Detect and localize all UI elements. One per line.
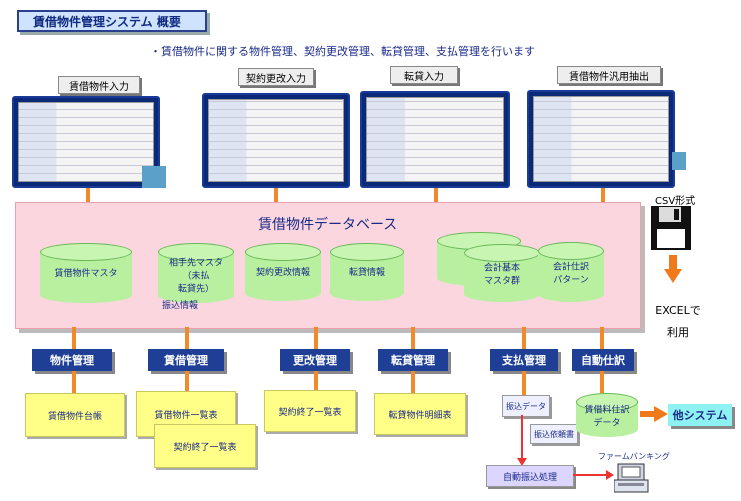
other-system-box: 他システム [668,404,732,426]
connector [72,371,76,393]
connector [522,371,526,395]
module-auto-journal: 自動仕訳 [572,349,634,371]
screen-property-input [12,96,160,188]
arrow-down-icon [517,458,527,466]
connector [601,188,605,202]
transfer-info-note: 振込情報 [162,301,199,311]
arrow-right-icon [606,470,614,480]
module-payment-management: 支払管理 [490,349,558,371]
screen-label-sublease-input: 転貸入力 [390,66,458,84]
connector [600,327,604,349]
db-table-sublease: 転貸情報 [330,243,404,301]
subtitle: ・賃借物件に関する物件管理、契約更改管理、転貸管理、支払管理を行います [150,45,535,58]
rent-journal-data: 賃借料仕訳 データ [576,393,638,437]
connector [411,327,415,349]
arrow-down-icon [664,255,682,283]
monitor-stand [142,166,166,188]
monitor-stand [672,152,686,170]
screen-sublease-input [360,91,510,188]
screen-general-extract [527,90,675,188]
red-arrow-line [573,474,609,476]
doc-property-ledger: 賃借物件台帳 [25,393,125,437]
db-table-accounting-master: 会計基本 マスタ群 [464,244,540,302]
red-arrow-line [521,415,523,461]
db-table-journal-pattern: 会計仕訳 パターン [538,242,604,302]
screen-label-general-extract: 賃借物件汎用抽出 [557,66,661,84]
auto-transfer-process: 自動振込処理 [486,465,574,487]
connector [274,188,278,202]
db-table-contract-renewal: 契約更改情報 [245,243,321,301]
module-property-management: 物件管理 [32,349,112,371]
module-renewal-management: 更改管理 [280,349,350,371]
screen-label-contract-renewal: 契約更改入力 [238,68,314,86]
csv-format-label: CSV形式 [655,196,696,207]
connector [72,327,76,349]
doc-sublease-detail: 転貸物件明細表 [374,393,466,435]
connector [86,188,90,202]
connector [314,327,318,349]
connector [600,371,604,393]
db-table-property-master: 賃借物件マスタ [40,243,132,303]
connector [185,371,189,393]
arrow-right-icon [640,406,668,422]
transfer-data-box: 振込データ [502,395,550,417]
doc-contract-end-list-renewal: 契約終了一覧表 [264,390,356,432]
connector [522,327,526,349]
doc-contract-end-list: 契約終了一覧表 [154,424,256,468]
database-title: 賃借物件データベース [258,217,398,233]
connector [185,327,189,349]
db-table-partner-master: 相手先マスタ （未払 転貸先） [158,243,234,303]
page-title: 賃借物件管理システム 概要 [17,10,207,32]
transfer-request-box: 振込依頼書 [530,424,578,444]
screen-contract-renewal [202,93,350,188]
excel-usage-label: EXCELで 利用 [655,304,701,339]
connector [314,371,318,391]
module-lease-management: 賃借管理 [148,349,224,371]
screen-label-property-input: 賃借物件入力 [58,76,140,94]
floppy-disk-icon [651,206,691,250]
bank-terminal-icon [614,463,649,493]
module-sublease-management: 転貸管理 [378,349,448,371]
connector [434,188,438,202]
connector [411,371,415,393]
firm-banking-label: ファームバンキング [598,452,670,461]
